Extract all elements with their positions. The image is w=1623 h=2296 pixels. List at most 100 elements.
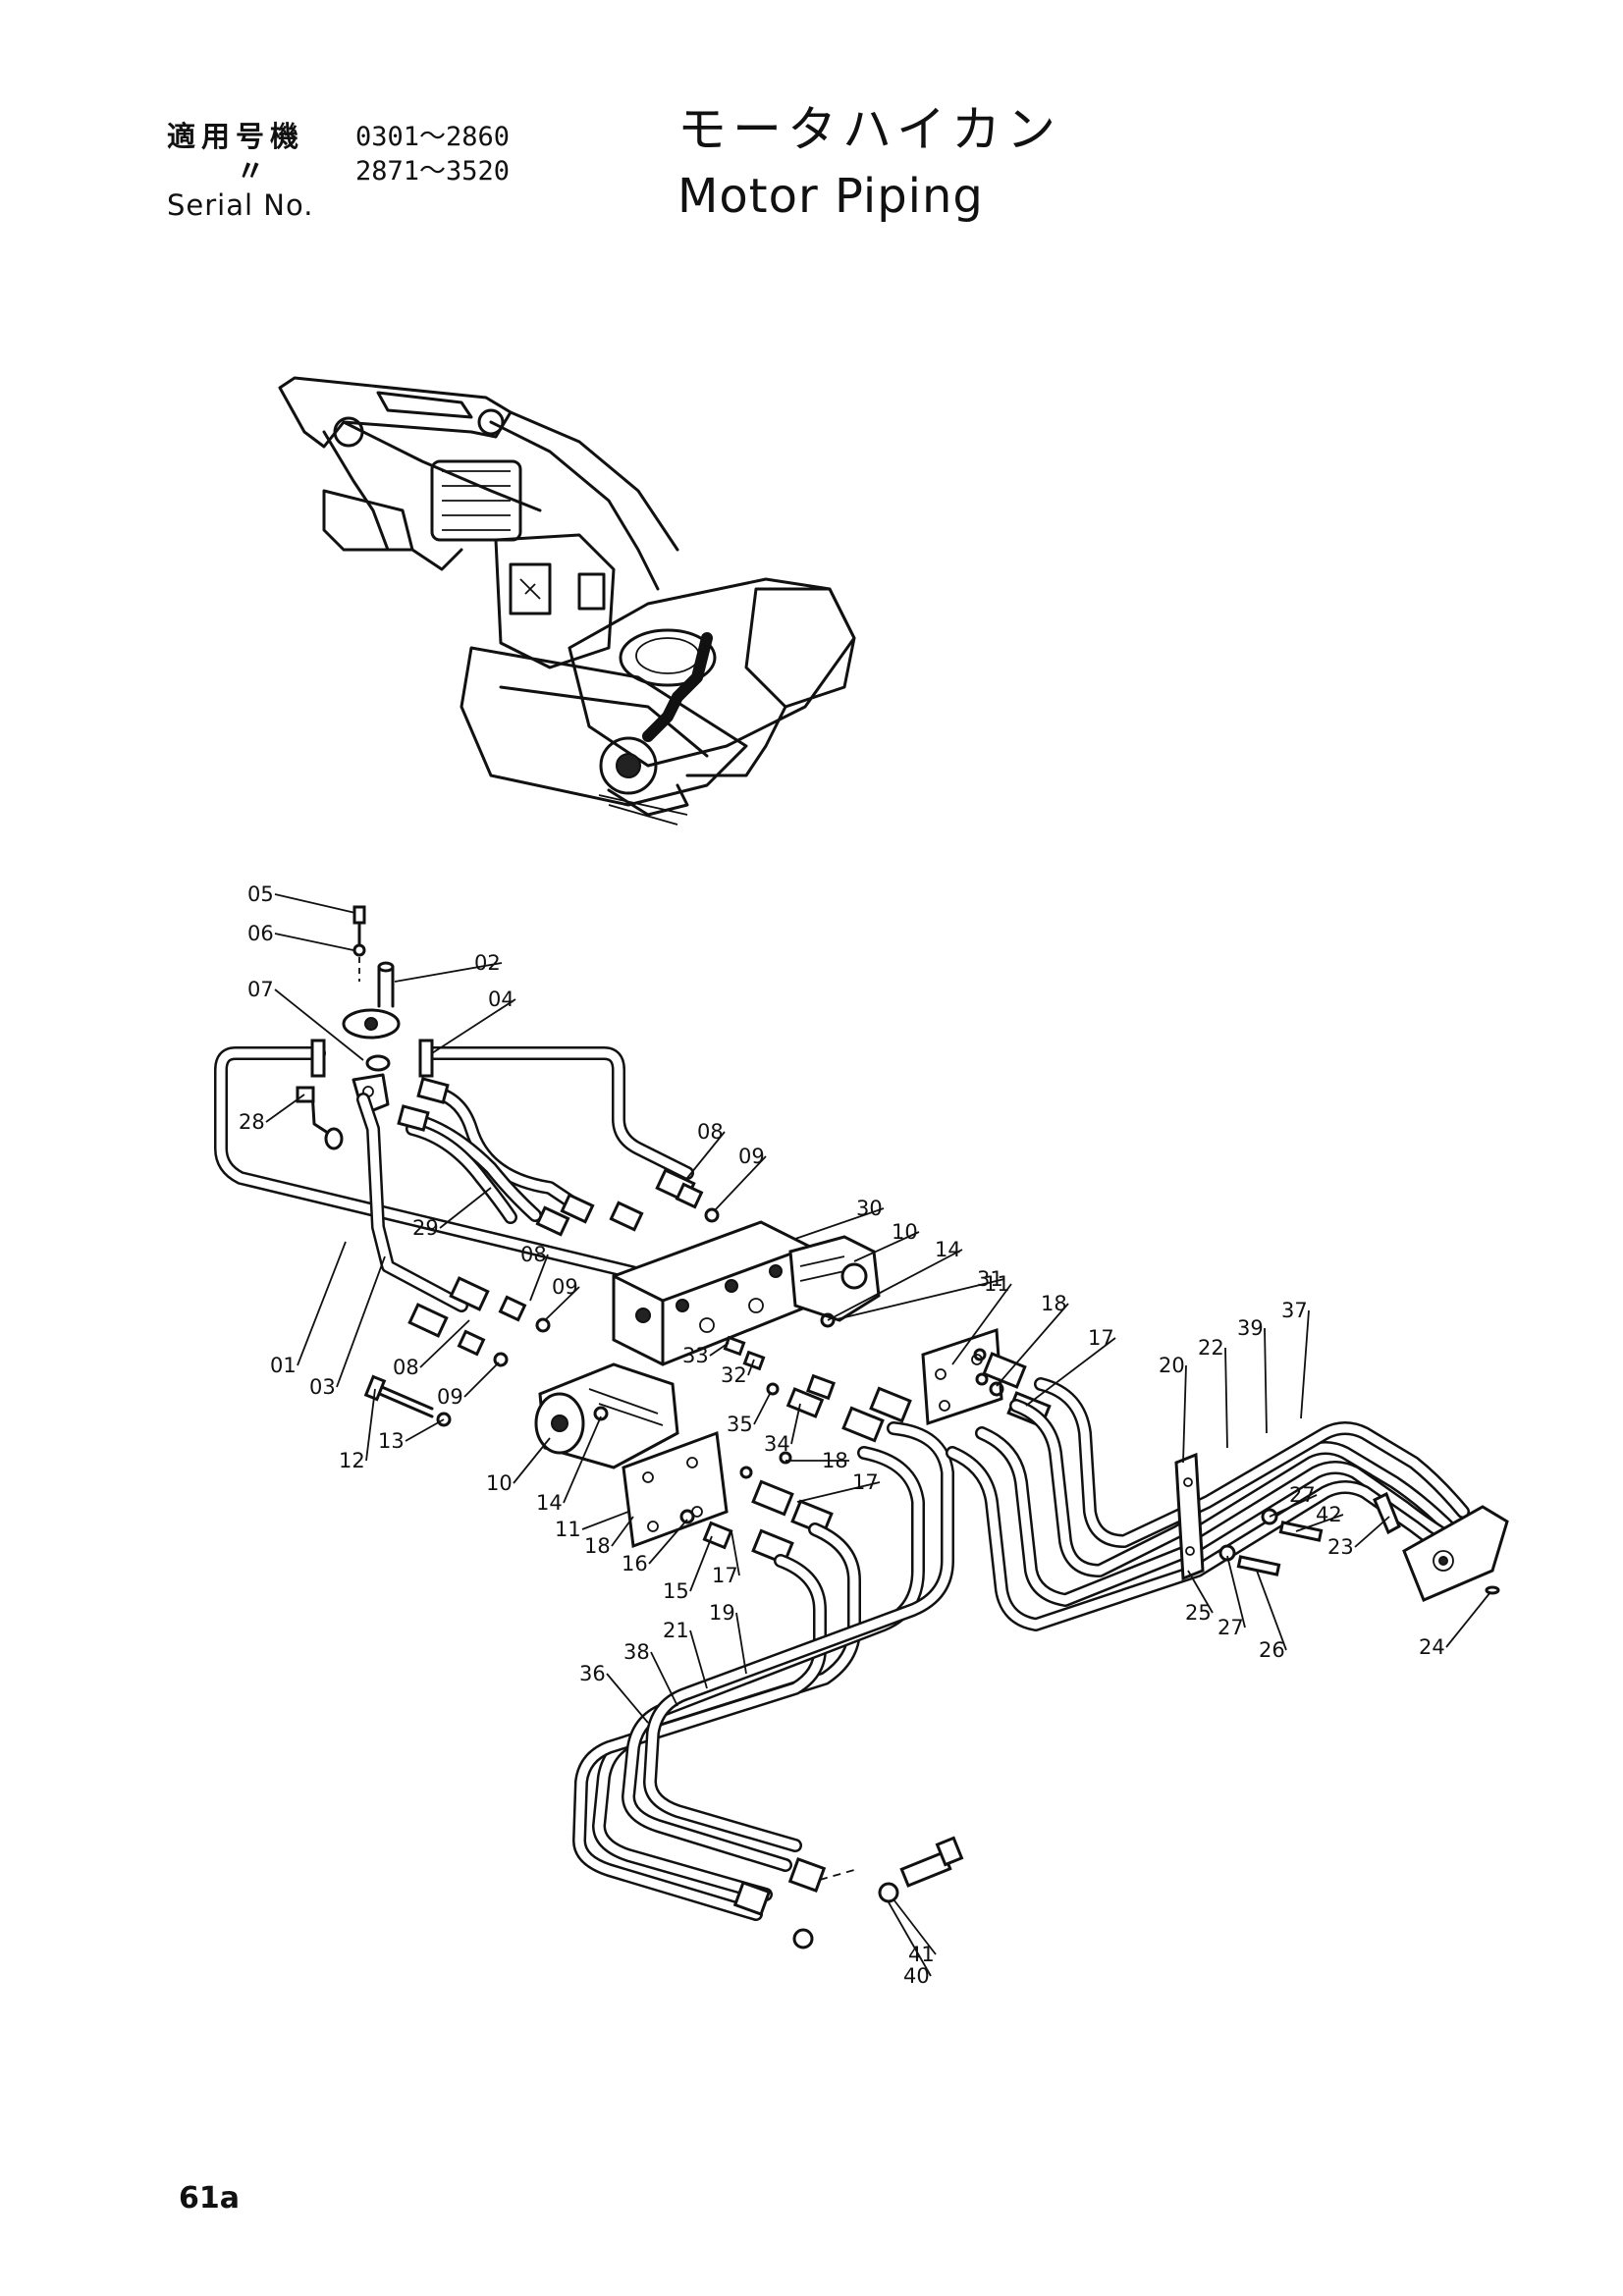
serial-row-3: Serial No. <box>167 188 510 223</box>
callout-12: 12 <box>339 1388 376 1472</box>
callout-19: 19 <box>709 1601 747 1675</box>
callout-17: 17 <box>712 1530 740 1587</box>
title-english: Motor Piping <box>677 169 984 224</box>
serial-label-en: Serial No. <box>167 188 314 222</box>
leader-line <box>1224 1347 1228 1449</box>
callout-number: 08 <box>697 1120 724 1144</box>
callout-number: 17 <box>712 1564 738 1587</box>
callout-18: 18 <box>584 1516 634 1558</box>
leader-line <box>747 1359 755 1376</box>
title-japanese: モータハイカン <box>677 101 1061 158</box>
leader-line <box>1445 1591 1491 1648</box>
callout-33: 33 <box>682 1342 730 1367</box>
callout-number: 18 <box>584 1534 611 1558</box>
leader-line <box>463 1362 500 1398</box>
callout-number: 10 <box>892 1220 918 1244</box>
leader-line <box>753 1391 772 1425</box>
callout-number: 41 <box>908 1943 935 1966</box>
leader-line <box>730 1530 740 1576</box>
leader-line <box>274 933 354 951</box>
leader-line <box>544 1286 580 1321</box>
leader-line <box>832 1278 1005 1321</box>
leader-line <box>265 1094 305 1123</box>
leader-line <box>689 1629 708 1689</box>
callout-32: 32 <box>721 1359 755 1387</box>
serial-row-1: 適用号機 0301～2860 <box>167 120 510 154</box>
callout-number: 27 <box>1217 1616 1244 1639</box>
callout-number: 15 <box>663 1579 689 1603</box>
callout-21: 21 <box>663 1619 708 1689</box>
callout-number: 37 <box>1281 1299 1308 1322</box>
callout-number: 27 <box>1289 1483 1316 1507</box>
callout-28: 28 <box>239 1094 305 1134</box>
leader-line <box>529 1254 549 1302</box>
callout-10: 10 <box>853 1220 920 1262</box>
leader-line <box>709 1342 730 1357</box>
callout-number: 08 <box>393 1356 419 1379</box>
callout-number: 14 <box>536 1491 563 1515</box>
callout-41: 41 <box>893 1898 937 1966</box>
leader-line <box>274 988 364 1061</box>
callout-number: 21 <box>663 1619 689 1642</box>
callout-number: 25 <box>1185 1601 1212 1625</box>
leader-line <box>686 1131 726 1179</box>
callout-number: 38 <box>623 1640 650 1664</box>
callout-34: 34 <box>764 1403 801 1456</box>
title-block: モータハイカン Motor Piping <box>677 90 1061 224</box>
callout-number: 01 <box>270 1354 297 1377</box>
leader-line <box>1187 1570 1214 1614</box>
callout-42: 42 <box>1295 1503 1344 1532</box>
callout-number: 20 <box>1159 1354 1185 1377</box>
callout-31: 31 <box>832 1267 1005 1321</box>
callout-number: 23 <box>1327 1535 1354 1559</box>
callout-22: 22 <box>1198 1336 1228 1449</box>
callout-40: 40 <box>888 1901 932 1988</box>
callout-number: 09 <box>552 1275 578 1299</box>
leader-line <box>274 893 356 914</box>
callout-number: 13 <box>378 1429 405 1453</box>
callout-29: 29 <box>412 1187 492 1240</box>
callout-39: 39 <box>1237 1316 1268 1434</box>
callout-number: 17 <box>852 1470 879 1494</box>
callout-05: 05 <box>247 882 356 914</box>
callout-18: 18 <box>996 1292 1069 1387</box>
callout-number: 18 <box>1041 1292 1067 1315</box>
leader-line <box>794 1207 885 1240</box>
callout-11: 11 <box>951 1272 1012 1365</box>
callout-16: 16 <box>622 1519 688 1575</box>
callout-number: 40 <box>903 1964 930 1988</box>
leader-line <box>1256 1570 1287 1651</box>
callout-number: 14 <box>935 1238 961 1261</box>
callout-number: 22 <box>1198 1336 1224 1360</box>
piping-assembly <box>214 905 1509 1949</box>
callout-number: 03 <box>309 1375 336 1399</box>
leader-line <box>996 1303 1069 1387</box>
callout-number: 35 <box>727 1413 753 1436</box>
callout-number: 33 <box>682 1344 709 1367</box>
leader-line <box>853 1231 920 1262</box>
leader-line <box>1295 1514 1344 1532</box>
callout-number: 02 <box>474 951 501 975</box>
callout-37: 37 <box>1281 1299 1310 1419</box>
callout-04: 04 <box>431 988 516 1054</box>
leader-line <box>888 1901 932 1977</box>
callout-14: 14 <box>536 1415 602 1515</box>
callout-23: 23 <box>1327 1516 1390 1559</box>
callout-11: 11 <box>555 1511 629 1541</box>
leader-line <box>650 1651 678 1707</box>
leader-line <box>648 1519 688 1565</box>
callout-number: 09 <box>738 1145 765 1168</box>
serial-range-1: 0301～2860 <box>355 122 511 152</box>
callout-10: 10 <box>486 1437 551 1495</box>
leader-line <box>606 1673 649 1724</box>
callout-07: 07 <box>247 978 364 1061</box>
callout-number: 28 <box>239 1110 265 1134</box>
callout-08: 08 <box>686 1120 726 1179</box>
callout-38: 38 <box>623 1640 678 1707</box>
callout-number: 32 <box>721 1363 747 1387</box>
callout-03: 03 <box>309 1255 386 1399</box>
ditto-mark: 〃 <box>236 154 265 187</box>
callout-number: 07 <box>247 978 274 1001</box>
